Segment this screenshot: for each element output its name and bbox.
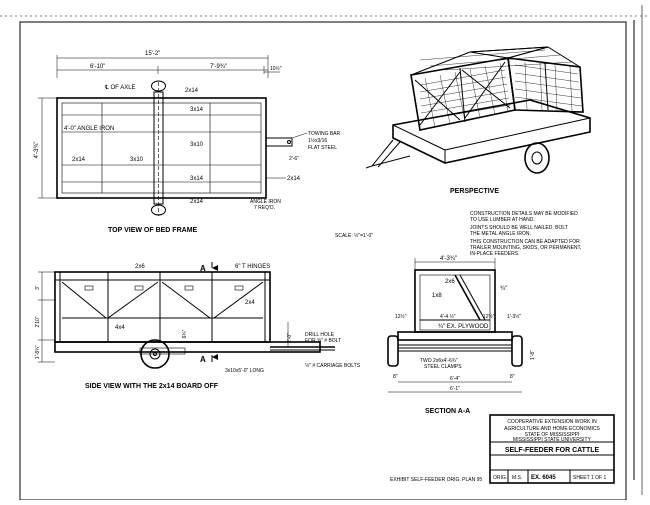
section-title: SECTION A-A <box>425 408 470 415</box>
section-dim-r: 12½" <box>483 313 495 320</box>
note-line-1: CONSTRUCTION DETAILS MAY BE MODIFIED <box>470 211 578 217</box>
angle-iron-req: ANGLE IRON <box>250 199 281 205</box>
towing-bar-material: FLAT STEEL <box>308 145 337 151</box>
lbl-3x14-a: 3x14 <box>190 107 204 113</box>
perspective-title: PERSPECTIVE <box>450 188 499 195</box>
note-line-4: THE METAL ANGLE IRON. <box>470 231 531 237</box>
lbl-hinges: 6" T HINGES <box>235 264 270 270</box>
top-dim-mid: 7'-9¾" <box>210 64 227 70</box>
tb-orig-val: M.S. <box>512 475 522 481</box>
lbl-3x10-a: 3x10 <box>190 142 204 148</box>
lbl-section-3-4: ¾" <box>500 286 507 292</box>
tb-line1: COOPERATIVE EXTENSION WORK IN <box>507 419 597 425</box>
lbl-side-2x4: 2x4 <box>245 300 255 306</box>
top-view: 15'-2" 6'-10" 7'-9¾" 10½" 4'-3¾" ℄ OF AX… <box>34 51 341 234</box>
angle-iron-label: 4'-0" ANGLE IRON <box>64 126 114 132</box>
lbl-axle-size: 3x10x5'-0" LONG <box>225 368 264 374</box>
scale-label: SCALE: ½"=1'-0" <box>335 232 373 239</box>
side-dim-right: 2'-0" <box>287 333 293 343</box>
lbl-2x14-top: 2x14 <box>185 88 199 94</box>
axle-label: ℄ OF AXLE <box>105 84 136 91</box>
lbl-side-2x6: 2x6 <box>135 264 145 270</box>
towing-bar-label: TOWING BAR <box>308 131 341 137</box>
tow-dim: 2'-6" <box>289 156 299 162</box>
side-dim-small: 6¼" <box>182 329 188 338</box>
tb-plan-no: EX. 6045 <box>531 475 556 481</box>
section-wheel-right <box>511 335 523 367</box>
lbl-carriage-bolts: ½" # CARRIAGE BOLTS <box>305 362 361 369</box>
perspective-wheel <box>524 142 550 174</box>
lbl-2x14-left: 2x14 <box>72 157 86 163</box>
top-dim-overall: 15'-2" <box>145 51 160 57</box>
side-view: 3' 2'10" 1'-8¾" A <box>35 262 361 390</box>
lbl-drill2: FOR ⅝" # BOLT <box>305 338 341 344</box>
section-lbl-8: 8" <box>510 374 515 380</box>
angle-iron-req2: 7 REQ'D. <box>254 205 275 211</box>
note-line-5: THIS CONSTRUCTION CAN BE ADAPTED FOR <box>470 239 580 245</box>
section-dim-c: 4'-4 ½" <box>440 313 456 320</box>
top-dim-left: 6'-10" <box>90 64 105 70</box>
lbl-section-1x8: 1x8 <box>432 293 442 299</box>
lbl-side-4x4: 4x4 <box>115 325 125 331</box>
side-dim-bot: 1'-8¾" <box>35 345 41 359</box>
side-dim-top: 3' <box>35 286 41 290</box>
section-dim-top: 4'-3¾" <box>440 256 457 262</box>
note-line-2: TO USE LUMBER AT HAND. <box>470 217 535 223</box>
lbl-steel2: STEEL CLAMPS <box>424 364 462 370</box>
section-a-top: A <box>200 264 206 273</box>
lbl-drill: DRILL HOLE <box>305 332 335 338</box>
towing-bar-size: 1½x3/16 <box>308 137 327 144</box>
lbl-2x14-bot: 2x14 <box>190 199 204 205</box>
section-dim-bottom1: 6'-4" <box>450 376 460 382</box>
lbl-section-2x6: 2x6 <box>445 279 455 285</box>
tb-line3: STATE OF MISSISSIPPI <box>525 432 580 438</box>
tb-orig-label: ORIG. <box>493 475 507 481</box>
top-dim-height: 4'-3¾" <box>34 142 40 159</box>
section-dim-l: 12½" <box>395 313 407 320</box>
top-dim-right: 10½" <box>270 65 282 72</box>
lbl-3x14-b: 3x14 <box>190 176 204 182</box>
bed-frame-outline <box>56 97 267 199</box>
perspective-view: PERSPECTIVE <box>365 46 591 195</box>
tb-line2: AGRICULTURE AND HOME ECONOMICS <box>504 426 600 432</box>
side-dim-mid: 2'10" <box>35 316 41 327</box>
section-wheel-left <box>387 335 399 367</box>
lbl-2x14-right: 2x14 <box>287 176 301 182</box>
section-dim-bottom2: 6'-1" <box>450 386 460 392</box>
section-dim-side: 1'-8" <box>530 350 536 360</box>
lbl-steel: TWO 2x6x4'-6¾" <box>420 358 458 364</box>
title-block: COOPERATIVE EXTENSION WORK IN AGRICULTUR… <box>489 414 615 484</box>
top-view-title: TOP VIEW OF BED FRAME <box>108 227 198 234</box>
lbl-3x10-b: 3x10 <box>130 157 144 163</box>
section-a-bot: A <box>200 355 206 364</box>
side-view-title: SIDE VIEW WITH THE 2x14 BOARD OFF <box>85 383 219 390</box>
construction-notes: CONSTRUCTION DETAILS MAY BE MODIFIED TO … <box>470 211 581 257</box>
footer-note: EXHIBIT SELF-FEEDER ORIG. PLAN 95 <box>390 477 482 483</box>
lbl-plywood: ¾" EX. PLYWOOD <box>438 324 489 330</box>
note-line-7: IN-PLACE FEEDERS. <box>470 251 519 257</box>
section-a-a: 4'-3¾" 2x6 1x8 ¾" ¾" EX. PLYWOOD 12½" 4'… <box>387 256 536 415</box>
section-dim-wheel-l: 8" <box>393 374 398 380</box>
tb-sheet: SHEET 1 OF 1 <box>573 475 606 481</box>
tb-line4: MISSISSIPPI STATE UNIVERSITY <box>513 437 592 443</box>
section-dim-r2: 1'-3½" <box>507 313 521 320</box>
tb-title: SELF-FEEDER FOR CATTLE <box>505 447 600 454</box>
towing-bar <box>265 137 293 147</box>
note-line-3: JOINTS SHOULD BE WELL NAILED. BOLT <box>470 225 568 231</box>
note-line-6: TRAILER MOUNTING, SKIDS, OR PERMANENT, <box>470 245 581 251</box>
